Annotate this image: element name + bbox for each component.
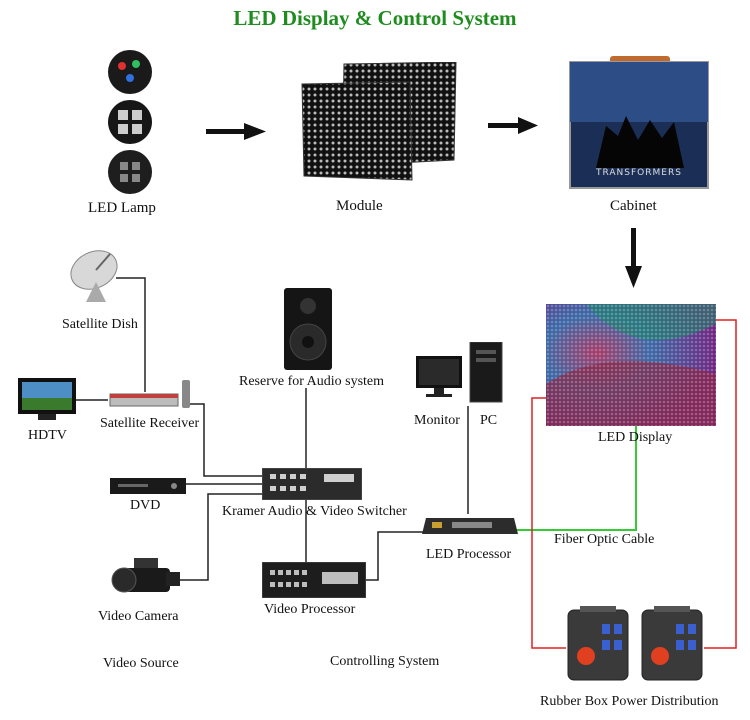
video-camera-icon [111,558,180,593]
wire-videoproc-ledproc [364,531,424,581]
diagram-title: LED Display & Control System [233,6,517,30]
cabinet-logo-text: TRANSFORMERS [596,168,682,178]
video-camera-label: Video Camera [98,609,179,624]
hdtv-icon [18,378,76,420]
dvd-icon [110,478,186,494]
video-processor-icon [262,562,366,598]
hdtv-label: HDTV [28,428,67,443]
controlling-system-label: Controlling System [330,654,440,669]
cabinet-image: TRANSFORMERS [566,56,712,190]
power-box-left-icon [567,606,629,681]
arrow-cabinet-display-head [625,266,642,288]
satellite-receiver-icon [109,380,190,408]
led-display-label: LED Display [598,430,673,445]
power-box-right-icon [641,606,703,681]
satellite-dish-label: Satellite Dish [62,317,138,332]
led-lamp-label: LED Lamp [88,200,156,216]
fiber-optic-line [516,426,637,531]
dvd-label: DVD [130,498,161,513]
monitor-icon [416,356,462,397]
pc-label: PC [480,413,498,428]
speaker-icon [284,288,332,370]
module-label: Module [336,198,383,214]
led-lamp-image [108,50,152,194]
arrow-lamp-module-head [244,123,266,140]
wire-receiver-switcher [190,403,262,477]
led-processor-label: LED Processor [426,547,512,562]
switcher-label: Kramer Audio & Video Switcher [222,504,407,519]
led-processor-icon [422,518,518,534]
monitor-label: Monitor [414,413,460,428]
switcher-icon [262,468,362,500]
power-distribution-label: Rubber Box Power Distribution [540,694,719,709]
satellite-receiver-label: Satellite Receiver [100,416,200,431]
led-display-image [546,304,716,426]
video-source-label: Video Source [103,656,179,671]
power-line-left [531,397,566,649]
satellite-dish-icon [70,250,118,302]
arrow-lamp-module-shaft [206,129,246,134]
pc-icon [469,342,503,403]
arrow-module-cabinet-head [518,117,538,134]
audio-system-label: Reserve for Audio system [239,374,385,389]
fiber-optic-label: Fiber Optic Cable [554,532,655,547]
cabinet-label: Cabinet [610,198,657,214]
arrow-cabinet-display-shaft [631,228,636,268]
wire-camera-switcher [180,493,262,581]
power-line-right [704,319,737,649]
video-processor-label: Video Processor [264,602,356,617]
wire-dish-receiver [116,277,146,392]
module-image [301,62,457,181]
arrow-module-cabinet-shaft [488,123,520,128]
